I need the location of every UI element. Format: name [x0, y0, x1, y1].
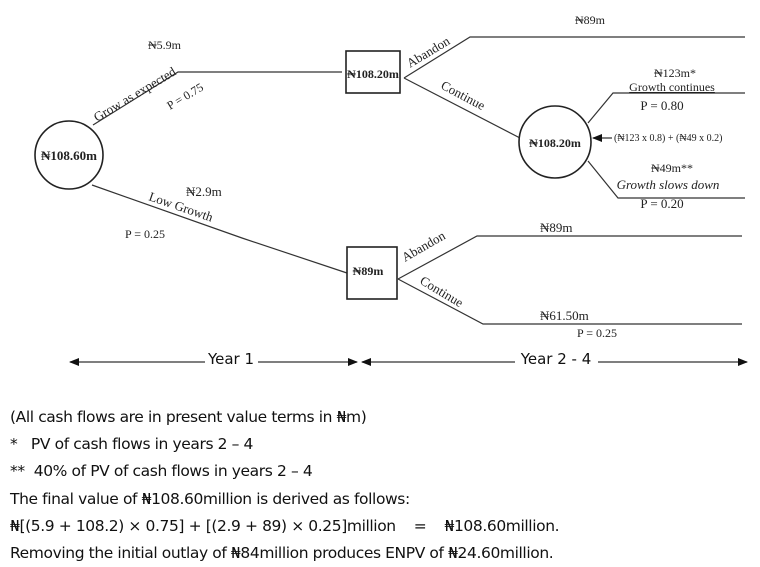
upper-decision-node [345, 50, 401, 94]
explanatory-notes: (All cash flows are in present value ter… [10, 404, 750, 567]
growth-continues-value: ₦123m* [654, 66, 696, 80]
lower-continue-line [397, 278, 742, 325]
growth-continues-line [587, 92, 745, 124]
upper-decision-value: ₦108.20m [347, 67, 399, 81]
growth-continues-label: Growth continues [629, 80, 715, 94]
lower-abandon-value: ₦89m [540, 220, 573, 235]
growth-continues-prob: P = 0.80 [640, 98, 683, 113]
upper-continue-label: Continue [439, 77, 488, 113]
formula-text: (₦123 x 0.8) + (₦49 x 0.2) [614, 133, 722, 144]
low-cash: ₦2.9m [186, 184, 222, 199]
note-double-asterisk: ** 40% of PV of cash flows in years 2 – … [10, 462, 313, 481]
root-value: ₦108.60m [41, 148, 97, 163]
grow-prob: P = 0.75 [164, 80, 205, 113]
decision-tree: ₦108.60m ₦5.9m Grow as expected P = 0.75… [34, 13, 748, 368]
note-enpv: Removing the initial outlay of ₦84millio… [10, 544, 554, 563]
growth-slows-line [587, 160, 745, 199]
branch-low-line [91, 184, 348, 274]
year2-4-label: Year 2 - 4 [520, 350, 592, 368]
lower-abandon-label: Abandon [399, 228, 448, 265]
grow-label: Grow as expected [91, 63, 179, 124]
lower-decision-value: ₦89m [353, 264, 384, 278]
upper-chance-node [518, 105, 592, 179]
growth-slows-value: ₦49m** [651, 161, 693, 175]
growth-slows-label: Growth slows down [617, 177, 720, 192]
lower-decision-node [346, 246, 398, 300]
lower-continue-prob: P = 0.25 [577, 326, 617, 340]
lower-continue-label: Continue [417, 273, 466, 311]
note-final-value-formula: ₦[(5.9 + 108.2) × 0.75] + [(2.9 + 89) × … [10, 516, 560, 535]
upper-abandon-value: ₦89m [575, 13, 606, 27]
upper-chance-value: ₦108.20m [529, 136, 581, 150]
upper-abandon-line [403, 36, 745, 79]
lower-continue-value: ₦61.50m [540, 308, 589, 323]
note-single-asterisk: * PV of cash flows in years 2 – 4 [10, 435, 254, 454]
note-final-value-intro: The final value of ₦108.60million is der… [10, 489, 410, 508]
root-chance-node [34, 120, 104, 190]
lower-abandon-line [397, 235, 742, 280]
year1-label: Year 1 [207, 350, 254, 368]
branch-grow-line [92, 71, 342, 126]
low-prob: P = 0.25 [125, 227, 165, 241]
grow-cash: ₦5.9m [148, 38, 182, 52]
growth-slows-prob: P = 0.20 [640, 196, 683, 211]
upper-continue-line [403, 77, 521, 139]
note-pv-terms: (All cash flows are in present value ter… [10, 408, 367, 426]
